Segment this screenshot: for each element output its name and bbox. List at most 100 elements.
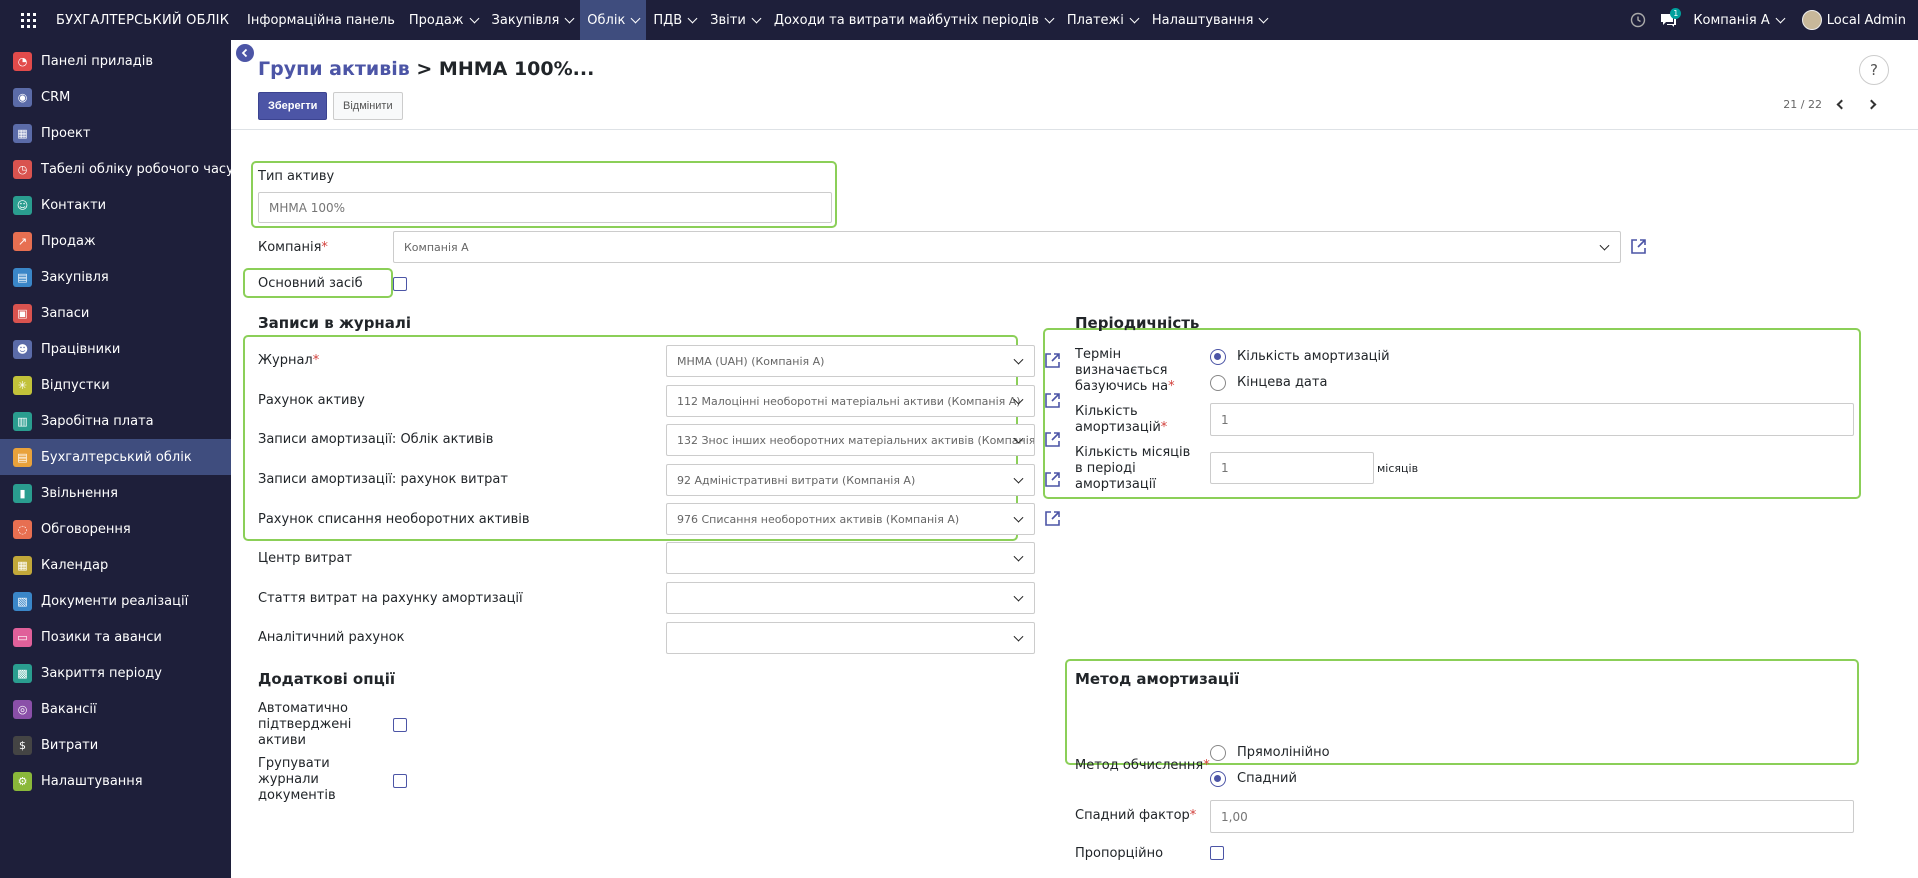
sidebar-item[interactable]: ▧Документи реалізації [0, 583, 231, 619]
external-link-icon[interactable] [1044, 471, 1061, 488]
method-linear-label: Прямолінійно [1237, 745, 1330, 760]
sidebar-item-label: Продаж [41, 233, 96, 249]
messages-badge: 1 [1670, 8, 1682, 19]
settings-icon: ⚙ [13, 771, 32, 791]
external-link-icon[interactable] [1044, 392, 1061, 409]
term-count-radio[interactable] [1210, 349, 1226, 365]
prorata-checkbox[interactable] [1210, 846, 1224, 860]
menu-purchase[interactable]: Закупівля [485, 0, 581, 40]
company-select[interactable]: Компанія A [393, 231, 1621, 263]
breadcrumb-separator-icon: > [416, 58, 439, 80]
chevron-down-icon [564, 13, 575, 23]
writeoff-account-select[interactable]: 976 Списання необоротних активів (Компан… [666, 503, 1035, 535]
breadcrumb-current: МНМА 100%... [438, 58, 595, 80]
num-depreciation-input[interactable] [1210, 403, 1854, 436]
months-period-label: Кількість місяців в періоді амортизації [1075, 445, 1191, 492]
sidebar-item-label: Відпустки [41, 377, 110, 393]
menu-settings[interactable]: Налаштування [1145, 0, 1275, 40]
months-period-input[interactable] [1210, 452, 1374, 484]
menu-payments[interactable]: Платежі [1060, 0, 1145, 40]
menu-deferred[interactable]: Доходи та витрати майбутніх періодів [767, 0, 1060, 40]
method-linear-radio[interactable] [1210, 745, 1226, 761]
degressive-factor-input[interactable] [1210, 800, 1854, 833]
company-switcher[interactable]: Компанія A [1683, 13, 1793, 28]
app-menu-icon[interactable] [0, 0, 56, 40]
cost-center-select[interactable] [666, 542, 1035, 574]
fixed-asset-checkbox[interactable] [393, 277, 407, 291]
company-label: Компанія* [258, 240, 328, 255]
sidebar-item[interactable]: ◉CRM [0, 79, 231, 115]
asset-account-select[interactable]: 112 Малоцінні необоротні матеріальні акт… [666, 385, 1035, 417]
discard-button[interactable]: Відмінити [333, 92, 403, 120]
sidebar-item[interactable]: ☻Працівники [0, 331, 231, 367]
breadcrumb-parent[interactable]: Групи активів [258, 58, 410, 80]
pager-prev-icon[interactable] [1830, 99, 1852, 110]
sidebar-item-label: Налаштування [41, 773, 143, 789]
external-link-icon[interactable] [1044, 352, 1061, 369]
sidebar-item[interactable]: ▥Заробітна плата [0, 403, 231, 439]
pager-next-icon[interactable] [1860, 99, 1882, 110]
sidebar-item[interactable]: ✳Відпустки [0, 367, 231, 403]
sidebar-item[interactable]: ◌ Обговорення [0, 511, 231, 547]
term-end-date-radio[interactable] [1210, 375, 1226, 391]
expense-item-select[interactable] [666, 582, 1035, 614]
external-link-icon[interactable] [1630, 238, 1647, 255]
menu-accounting[interactable]: Облік [580, 0, 647, 40]
menu-vat[interactable]: ПДВ [646, 0, 703, 40]
sidebar-item-label: Проект [41, 125, 91, 141]
analytic-account-select[interactable] [666, 622, 1035, 654]
messages-icon[interactable]: 1 [1653, 0, 1683, 40]
depreciation-expense-label: Записи амортизації: рахунок витрат [258, 472, 508, 487]
sidebar-item[interactable]: ▮Звільнення [0, 475, 231, 511]
depreciation-expense-select[interactable]: 92 Адміністративні витрати (Компанія A) [666, 464, 1035, 496]
menu-sales[interactable]: Продаж [402, 0, 485, 40]
sidebar-item[interactable]: ▦Календар [0, 547, 231, 583]
sidebar-item[interactable]: ▭Позики та аванси [0, 619, 231, 655]
sidebar-item-label: CRM [41, 89, 71, 105]
external-link-icon[interactable] [1044, 431, 1061, 448]
journal-select[interactable]: МНМА (UAH) (Компанія A) [666, 345, 1035, 377]
sidebar-item[interactable]: ▩Закриття періоду [0, 655, 231, 691]
asset-type-input[interactable] [258, 192, 832, 223]
sidebar-item[interactable]: ▤Закупівля [0, 259, 231, 295]
contacts-icon: ☺ [13, 195, 32, 215]
app-brand: БУХГАЛТЕРСЬКИЙ ОБЛІК [56, 12, 230, 28]
chevron-down-icon [1013, 591, 1024, 602]
menu-dashboard[interactable]: Інформаційна панель [247, 12, 395, 28]
depreciation-method-title: Метод амортизації [1075, 670, 1240, 688]
user-menu[interactable]: Local Admin [1794, 10, 1914, 30]
sidebar-item[interactable]: ☺Контакти [0, 187, 231, 223]
sidebar-item[interactable]: ◎Вакансії [0, 691, 231, 727]
sidebar-item[interactable]: ↗Продаж [0, 223, 231, 259]
sidebar-item-label: Обговорення [41, 521, 131, 537]
discuss-icon: ◌ [13, 519, 32, 539]
auto-confirm-label: Автоматично підтверджені активи [258, 701, 352, 748]
sidebar-item[interactable]: ▦Проект [0, 115, 231, 151]
cost-center-label: Центр витрат [258, 551, 353, 566]
sidebar-item[interactable]: ⚙ Налаштування [0, 763, 231, 799]
method-degressive-radio[interactable] [1210, 771, 1226, 787]
sidebar-item[interactable]: $Витрати [0, 727, 231, 763]
back-arrow-icon[interactable] [236, 44, 254, 62]
sidebar: ◔Панелі приладів◉CRM▦Проект◷Табелі облік… [0, 40, 234, 878]
term-count-label: Кількість амортизацій [1237, 349, 1390, 364]
main-menu: Інформаційна панель Продаж Закупівля Обл… [240, 0, 1274, 40]
sidebar-item[interactable]: ◔Панелі приладів [0, 43, 231, 79]
analytic-account-label: Аналітичний рахунок [258, 630, 405, 645]
depreciation-asset-select[interactable]: 132 Знос інших необоротних матеріальних … [666, 424, 1035, 456]
save-button[interactable]: Зберегти [258, 92, 328, 120]
term-end-date-label: Кінцева дата [1237, 375, 1328, 390]
activity-clock-icon[interactable] [1623, 0, 1653, 40]
sidebar-item[interactable]: ◷Табелі обліку робочого часу [0, 151, 234, 187]
chevron-down-icon [1129, 13, 1140, 23]
auto-confirm-checkbox[interactable] [393, 718, 407, 732]
sidebar-item[interactable]: ▣Запаси [0, 295, 231, 331]
help-icon[interactable]: ? [1859, 55, 1889, 85]
external-link-icon[interactable] [1044, 510, 1061, 527]
group-journal-checkbox[interactable] [393, 774, 407, 788]
chevron-down-icon [1013, 473, 1024, 484]
menu-reports[interactable]: Звіти [703, 0, 767, 40]
sidebar-item[interactable]: ▤Бухгалтерський облік [0, 439, 231, 475]
sidebar-item-label: Працівники [41, 341, 121, 357]
depreciation-asset-label: Записи амортизації: Облік активів [258, 432, 494, 447]
